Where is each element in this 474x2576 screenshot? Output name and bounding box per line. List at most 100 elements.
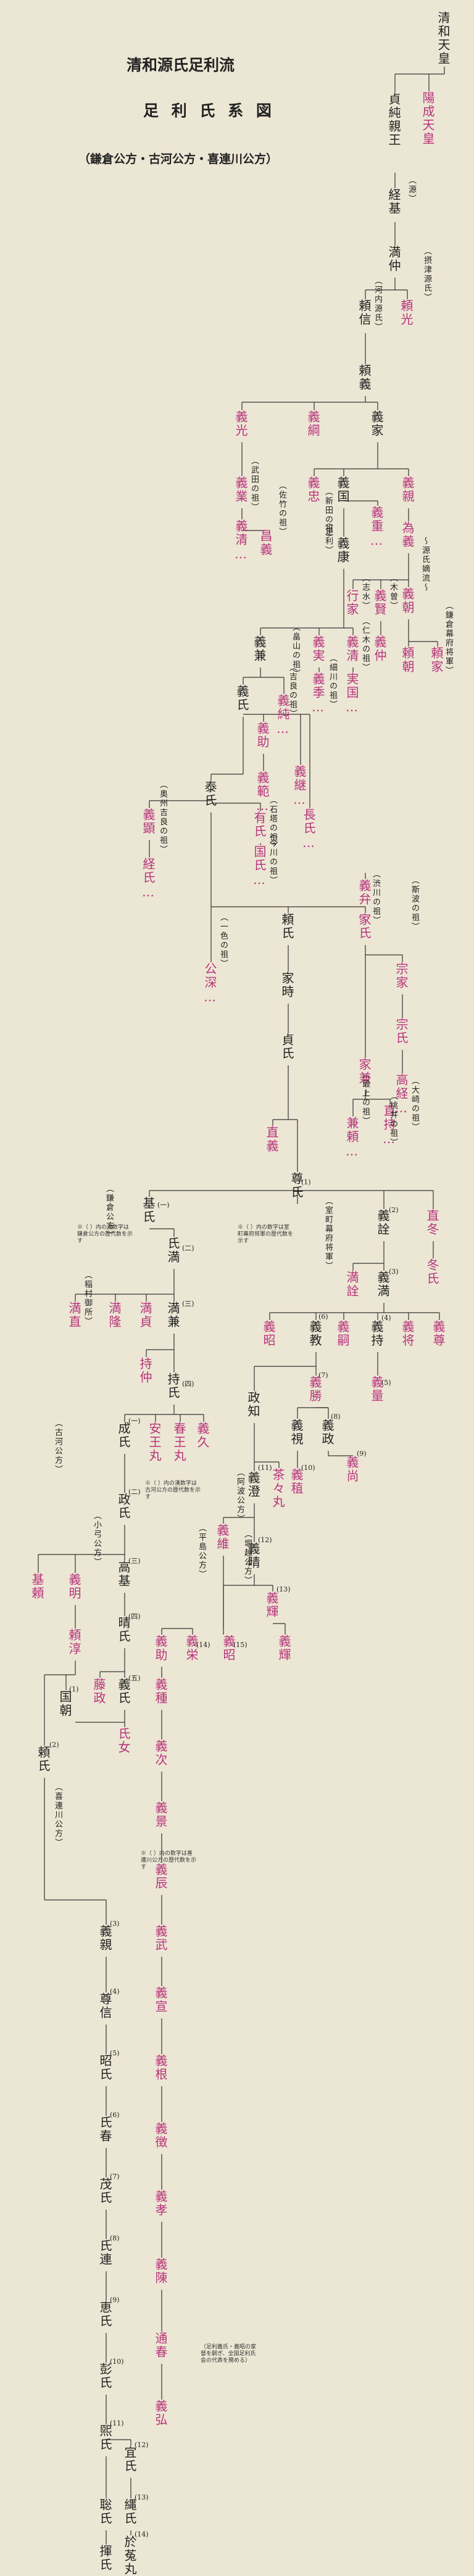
number-no-yoshiakira: (2) bbox=[389, 1206, 399, 1214]
person-yoshine: 義根 bbox=[153, 2054, 168, 2081]
number-no-yoshikatsu: (7) bbox=[318, 1371, 328, 1379]
person-yoshitane2: 義種 bbox=[153, 1678, 168, 1705]
person-yoshitane: 義稙 bbox=[289, 1468, 304, 1495]
person-naomochi: 直持… bbox=[381, 1104, 396, 1147]
person-yoshikata: 義賢 bbox=[372, 589, 387, 616]
person-yoshinaka2: 義陳 bbox=[153, 2258, 168, 2285]
person-sadauji0: 家時 bbox=[280, 972, 294, 999]
person-yoshichika2: 義親 bbox=[98, 1925, 112, 1952]
number-no-ujimitsu: (二) bbox=[182, 1244, 194, 1252]
annotation-a-kiso: （木曽） bbox=[388, 574, 397, 611]
annotation-a-gen: （源） bbox=[406, 176, 416, 204]
number-no-yoshiaki3: (15) bbox=[233, 1641, 247, 1649]
annotation-a-kira: （吉良の祖） bbox=[287, 663, 297, 719]
person-yoshiuji2: 義氏 bbox=[116, 1678, 131, 1705]
person-yorizumi: 頼氏 bbox=[36, 1746, 51, 1773]
number-no-motouji: (一) bbox=[157, 1201, 170, 1209]
person-yoshimochi: 義持 bbox=[369, 1320, 384, 1347]
number-no-noriuji: (13) bbox=[135, 2493, 149, 2501]
person-yoshihisa: 義久 bbox=[195, 1422, 210, 1449]
person-tadayoshi_1: 直義 bbox=[264, 1126, 279, 1153]
person-yoriie: 頼家 bbox=[429, 646, 444, 674]
number-no-mitsukane: (三) bbox=[182, 1300, 194, 1308]
number-no-masauji: (二) bbox=[128, 1488, 141, 1496]
person-yoshikatsu: 義勝 bbox=[307, 1376, 322, 1403]
person-yoshimi: 義視 bbox=[289, 1419, 304, 1446]
person-yoshikuni: 義国 bbox=[335, 476, 350, 503]
person-yoshiuji3: 宜氏 bbox=[122, 2446, 137, 2473]
annotation-a-genji-chakuryu: 〜源氏嫡流〜 bbox=[420, 537, 430, 592]
person-yoshinao: 義尊 bbox=[431, 1320, 446, 1347]
number-no-ukon: (14) bbox=[135, 2530, 149, 2538]
person-yoshitake2: 義武 bbox=[153, 1925, 168, 1952]
number-no-yoshinori: (6) bbox=[318, 1313, 328, 1321]
note-n5: （足利義氏・義昭の家督を嗣ぎ、全国足利氏会の代表を務める） bbox=[201, 2344, 257, 2364]
person-tsunemoto: 経基 bbox=[386, 188, 401, 215]
person-mitsuakira: 満詮 bbox=[344, 1271, 359, 1298]
number-no-yasuuji2: (9) bbox=[110, 2296, 120, 2304]
number-no-takamoto: (三) bbox=[128, 1557, 141, 1565]
person-yoshitada: 義忠 bbox=[306, 476, 320, 503]
note-n1: ※（ ）内の漢数字は鎌倉公方の歴代数を示す bbox=[77, 1224, 133, 1244]
number-no-takanobu: (4) bbox=[110, 1988, 120, 1996]
person-ujiharu: 氏春 bbox=[98, 2116, 112, 2143]
annotation-a-koga: （古河公方） bbox=[52, 1419, 62, 1474]
annotation-a-isshiki: （一色の祖） bbox=[218, 913, 228, 968]
person-yozei: 陽成天皇 bbox=[420, 91, 435, 146]
number-no-yoshizumi: (11) bbox=[258, 1464, 272, 1472]
person-yoshimitsu: 満貞 bbox=[138, 1302, 152, 1329]
person-mitsusada: 満直 bbox=[67, 1302, 81, 1329]
person-kaneyori: 兼頼… bbox=[344, 1117, 359, 1160]
person-ujimitsu: 氏満 bbox=[165, 1237, 180, 1264]
person-yoshitomo: 義朝 bbox=[400, 587, 415, 614]
person-ujitsura: 氏連 bbox=[98, 2239, 112, 2266]
person-motouji: 基氏 bbox=[141, 1197, 156, 1224]
annotation-a-hosokawa: （細川の祖） bbox=[327, 654, 337, 709]
person-takauji: 尊氏 bbox=[289, 1172, 304, 1199]
person-yoshiyaku: 義徴 bbox=[153, 2122, 168, 2149]
annotation-a-muromachi: （室町幕府将軍） bbox=[323, 1197, 333, 1271]
person-tameyoshi: 為義 bbox=[400, 521, 415, 548]
person-muneuji: 宗氏 bbox=[394, 1018, 409, 1045]
number-no-yoshimochi: (4) bbox=[381, 1314, 391, 1322]
number-no-takauji: (1) bbox=[301, 1178, 311, 1186]
person-motoyori: 基頼 bbox=[30, 1573, 44, 1600]
person-sadauji: 貞氏 bbox=[280, 1033, 294, 1060]
number-no-shigeuji: (一) bbox=[128, 1417, 141, 1425]
person-yoshiei: 義栄 bbox=[184, 1635, 199, 1662]
person-mitsukane: 満兼 bbox=[165, 1302, 180, 1329]
person-shigeuji2: 茂氏 bbox=[98, 2178, 112, 2205]
person-nagauji: 長氏… bbox=[301, 808, 316, 851]
person-yoshizumi2: 義純… bbox=[275, 694, 290, 737]
person-ujiko: 氏女 bbox=[116, 1727, 131, 1754]
person-harumaru: 春王丸 bbox=[172, 1422, 186, 1463]
annotation-a-nishiki: （仁木の祖） bbox=[360, 617, 370, 672]
person-akiyoshi: 昌義 bbox=[258, 529, 273, 556]
person-michinaga: 通春 bbox=[153, 2332, 168, 2359]
person-takamoto: 高基 bbox=[116, 1561, 131, 1588]
annotation-a-kamakura-shogun: （鎌倉幕府将軍） bbox=[443, 601, 453, 675]
person-hiroji: 煕氏 bbox=[98, 2424, 112, 2451]
person-keiuji: 経氏… bbox=[141, 857, 156, 901]
annotation-a-shibukawa: （渋川の祖） bbox=[370, 870, 380, 925]
person-yoshinori: 義範… bbox=[255, 771, 270, 814]
annotation-a-horikoshi: （堀越公方） bbox=[242, 1530, 252, 1585]
annotation-a-kamakura-kubo: （鎌倉公方） bbox=[104, 1184, 114, 1240]
person-yoshinori2: 義教 bbox=[307, 1320, 322, 1347]
annotation-a-settsu: （摂津源氏） bbox=[422, 247, 431, 302]
number-no-teruuji: (5) bbox=[110, 2049, 120, 2057]
person-noriuji: 縄氏 bbox=[122, 2498, 137, 2525]
annotation-a-inaba: （稲村御所） bbox=[82, 1271, 92, 1326]
person-yoshishige: 義重… bbox=[369, 506, 384, 549]
person-yoshiyasu2: 義将 bbox=[400, 1320, 415, 1347]
person-yoshifuyu: 義輝 bbox=[276, 1635, 291, 1662]
person-yoshichika: 義親 bbox=[400, 476, 415, 503]
person-haruuji: 晴氏 bbox=[116, 1616, 131, 1643]
person-yoshihiro: 義弘 bbox=[153, 2400, 168, 2427]
person-chachamaru: 茶々丸 bbox=[270, 1468, 285, 1509]
person-yorimitsu: 頼光 bbox=[399, 299, 414, 326]
number-no-yoshiharu: (12) bbox=[258, 1536, 272, 1544]
person-yoshitaka: 義孝 bbox=[153, 2190, 168, 2217]
person-yasuomaru: 安王丸 bbox=[147, 1422, 162, 1463]
